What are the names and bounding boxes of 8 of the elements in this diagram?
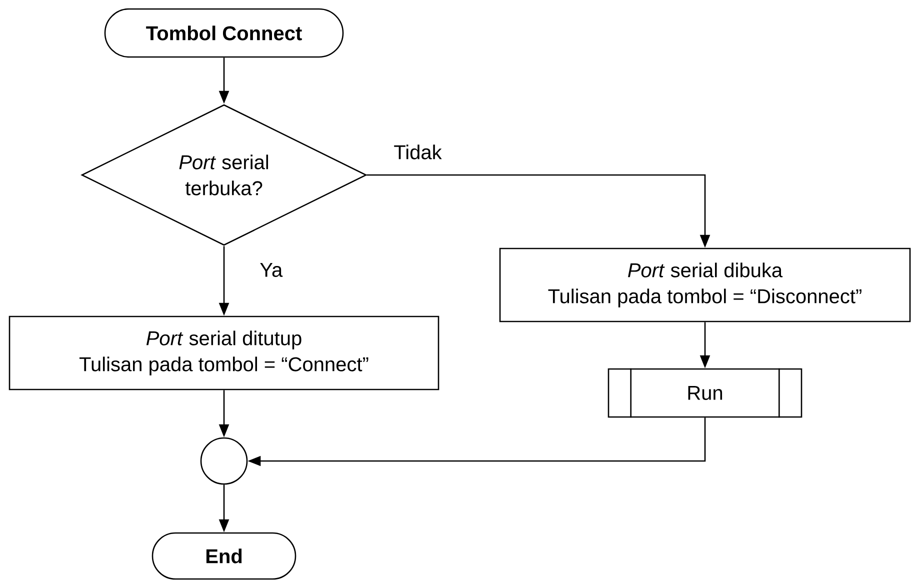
subprocess-box: Run bbox=[608, 368, 802, 418]
process-box: Port serial ditutup Tulisan pada tombol = “Connect” bbox=[8, 316, 440, 390]
terminator-box: Tombol Connect bbox=[104, 8, 344, 58]
terminator-box: End bbox=[152, 532, 296, 580]
connector-circle bbox=[200, 437, 248, 485]
process-box: Port serial dibuka Tulisan pada tombol = “Disconnect” bbox=[499, 248, 911, 322]
edge-label: Ya bbox=[258, 262, 284, 278]
edge-label: Tidak bbox=[392, 144, 443, 160]
